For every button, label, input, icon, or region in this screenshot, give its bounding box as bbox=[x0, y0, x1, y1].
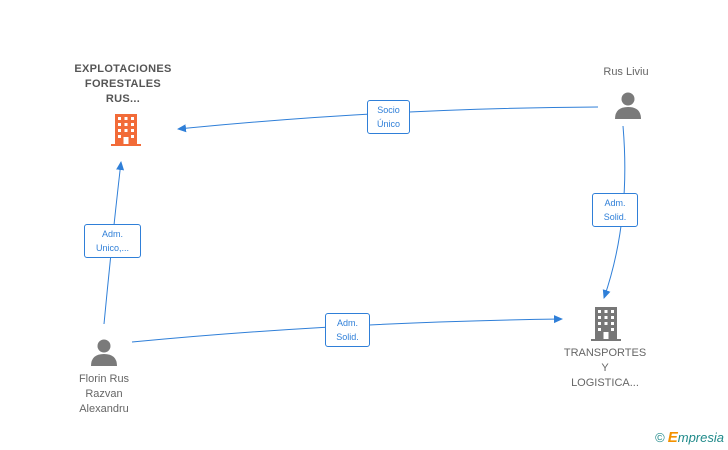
label-line: LOGISTICA... bbox=[571, 377, 639, 389]
person-label-rus-liviu[interactable]: Rus Liviu bbox=[586, 65, 666, 80]
brand-name: mpresia bbox=[677, 430, 724, 445]
label-line: RUS... bbox=[105, 93, 141, 105]
edge-label-adm-unico-florin[interactable]: Adm. Unico,... bbox=[84, 224, 141, 258]
company-label-transportes[interactable]: TRANSPORTES Y LOGISTICA... bbox=[553, 346, 657, 391]
person-icon[interactable] bbox=[613, 90, 643, 120]
edge-label-line: Adm. bbox=[101, 229, 123, 239]
edge-label-line: Adm. bbox=[336, 318, 358, 328]
person-icon[interactable] bbox=[89, 337, 119, 367]
label-line: EXPLOTACIONES bbox=[74, 63, 172, 75]
brand-initial: E bbox=[667, 429, 678, 446]
label-line: Razvan bbox=[85, 388, 123, 400]
edge-label-adm-solid-rus[interactable]: Adm. Solid. bbox=[592, 193, 638, 227]
edge-label-line: Unico,... bbox=[95, 243, 129, 253]
label-line: TRANSPORTES bbox=[563, 347, 647, 359]
label-line: Alexandru bbox=[79, 403, 129, 415]
label-line: Florin Rus bbox=[78, 373, 130, 385]
edge-label-line: Único bbox=[376, 119, 400, 129]
empresia-logo: ©Empresia bbox=[655, 429, 724, 446]
copyright-symbol: © bbox=[655, 430, 665, 445]
company-building-icon[interactable] bbox=[109, 113, 143, 147]
company-building-icon[interactable] bbox=[589, 306, 623, 342]
label-line: Rus Liviu bbox=[603, 66, 649, 78]
company-label-explotaciones[interactable]: EXPLOTACIONES FORESTALES RUS... bbox=[63, 62, 183, 107]
edge-label-line: Solid. bbox=[603, 212, 627, 222]
person-label-florin[interactable]: Florin Rus Razvan Alexandru bbox=[60, 372, 148, 417]
edge-label-socio-unico[interactable]: Socio Único bbox=[367, 100, 410, 134]
edge-label-line: Socio bbox=[377, 105, 400, 115]
label-line: Y bbox=[601, 362, 609, 374]
edge-label-line: Solid. bbox=[336, 332, 359, 342]
edge-label-adm-solid-florin[interactable]: Adm. Solid. bbox=[325, 313, 370, 347]
label-line: FORESTALES bbox=[84, 78, 162, 90]
edge-label-line: Adm. bbox=[604, 198, 626, 208]
